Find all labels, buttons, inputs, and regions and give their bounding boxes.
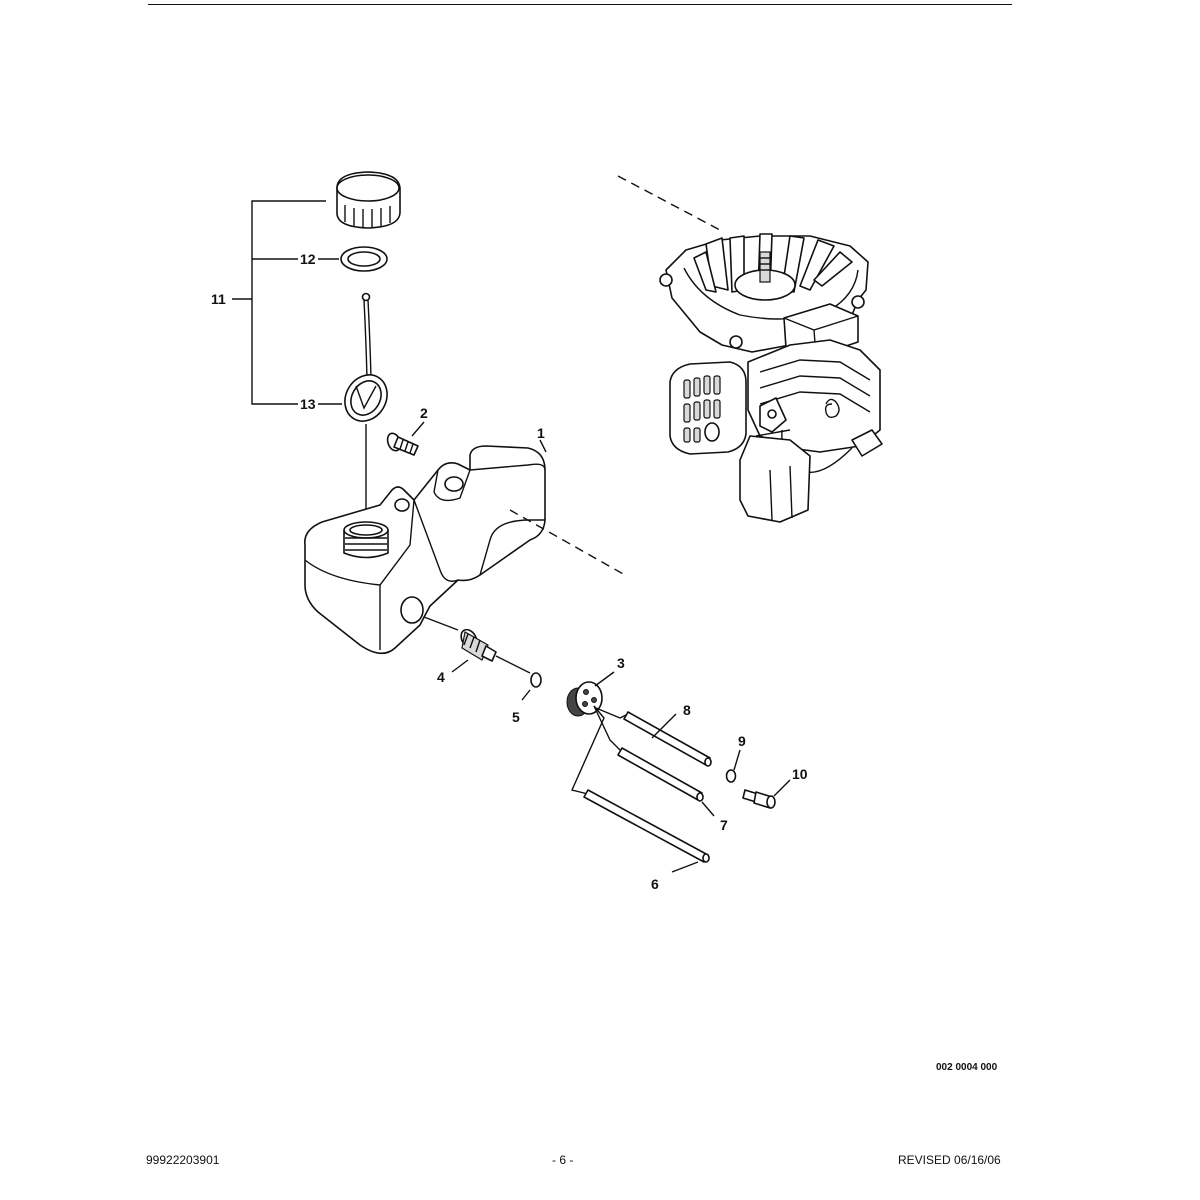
fuel-tank-part <box>304 439 547 655</box>
fuel-line-long-part <box>583 789 710 873</box>
fuel-line-connectors <box>571 705 629 795</box>
fuel-strainer-part <box>318 292 388 525</box>
fuel-filter-part <box>451 628 531 674</box>
callout-9: 9 <box>738 733 746 749</box>
callout-labels: 1 2 3 4 5 6 7 8 9 10 11 12 13 <box>211 251 808 892</box>
callout-5: 5 <box>512 709 520 725</box>
fuel-cap-part <box>336 171 401 229</box>
callout-6: 6 <box>651 876 659 892</box>
o-ring-part <box>521 672 542 701</box>
callout-12: 12 <box>300 251 316 267</box>
engine-dashed-line <box>617 175 721 231</box>
fuel-line-middle-part <box>617 747 715 817</box>
fitting-o-ring-part <box>725 749 741 783</box>
grommet-part <box>566 671 615 717</box>
footer-part-number: 99922203901 <box>146 1153 220 1167</box>
callout-4: 4 <box>437 669 445 685</box>
fuel-fitting-part <box>742 779 791 809</box>
callout-11: 11 <box>211 291 226 307</box>
top-rule <box>148 4 1012 5</box>
callout-2: 2 <box>420 405 428 421</box>
callout-1: 1 <box>537 425 545 441</box>
callout-13: 13 <box>300 396 316 412</box>
footer-page-number: - 6 - <box>552 1153 574 1167</box>
screw-part <box>386 421 425 456</box>
drawing-code: 002 0004 000 <box>936 1062 998 1073</box>
callout-7: 7 <box>720 817 728 833</box>
callout-3: 3 <box>617 655 625 671</box>
fuel-line-short-part <box>623 711 712 767</box>
engine-assembly-illustration <box>659 233 883 523</box>
callout-10: 10 <box>792 766 808 782</box>
callout-bracket-11 <box>232 200 326 405</box>
callout-8: 8 <box>683 702 691 718</box>
muffler-slots <box>683 375 721 443</box>
tank-mount-dashed-line <box>509 509 626 576</box>
cap-gasket-part <box>318 246 388 272</box>
footer-revised-date: REVISED 06/16/06 <box>898 1153 1001 1167</box>
